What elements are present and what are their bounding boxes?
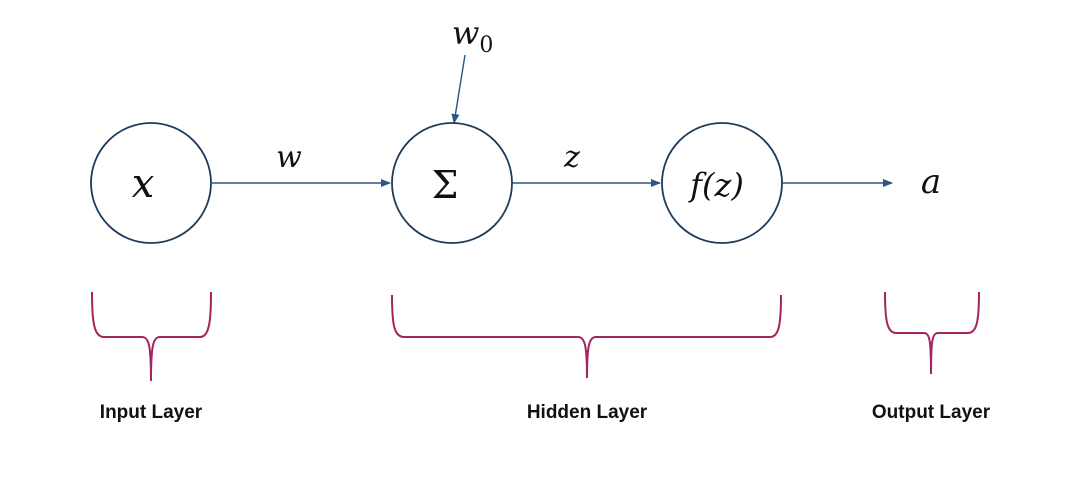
bias-label: w0 bbox=[452, 14, 493, 58]
input-node-symbol: x bbox=[132, 161, 155, 207]
output-layer-brace bbox=[884, 291, 980, 375]
output-symbol: a bbox=[921, 162, 941, 202]
input-layer-brace bbox=[91, 291, 212, 382]
input-layer-label: Input Layer bbox=[100, 402, 203, 423]
sum-node bbox=[391, 122, 513, 244]
edge-bias-to-sum bbox=[451, 54, 466, 124]
weight-label: w bbox=[276, 140, 302, 175]
pre-activation-label: z bbox=[563, 140, 580, 175]
input-node bbox=[90, 122, 212, 244]
hidden-layer-brace bbox=[391, 294, 782, 379]
activation-node bbox=[661, 122, 783, 244]
bias-label-base: w bbox=[452, 14, 479, 52]
activation-node-symbol: f(z) bbox=[688, 166, 744, 204]
sum-node-symbol: Σ bbox=[432, 163, 459, 207]
hidden-layer-label: Hidden Layer bbox=[527, 402, 648, 423]
bias-label-subscript: 0 bbox=[479, 33, 493, 58]
output-layer-label: Output Layer bbox=[872, 402, 991, 423]
